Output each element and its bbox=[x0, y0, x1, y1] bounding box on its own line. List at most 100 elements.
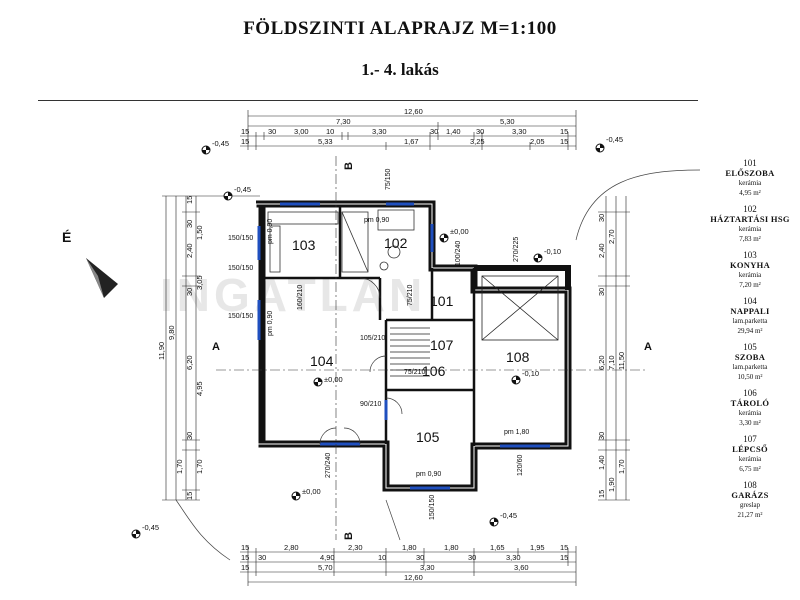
svg-text:12,60: 12,60 bbox=[404, 573, 423, 582]
drawing-title: FÖLDSZINTI ALAPRAJZ M=1:100 bbox=[243, 18, 557, 39]
svg-text:15: 15 bbox=[241, 543, 249, 552]
level-marker-icon bbox=[511, 375, 521, 385]
svg-text:7,30: 7,30 bbox=[336, 117, 351, 126]
svg-text:30: 30 bbox=[258, 553, 266, 562]
room-label-101: 101 bbox=[430, 293, 454, 309]
svg-text:3,60: 3,60 bbox=[514, 563, 529, 572]
garage-upper-wall bbox=[474, 265, 571, 290]
level-marker-icon bbox=[201, 145, 211, 155]
svg-text:1,80: 1,80 bbox=[402, 543, 417, 552]
svg-text:15: 15 bbox=[241, 563, 249, 572]
svg-text:75/210: 75/210 bbox=[404, 369, 426, 376]
section-label-a-left: A bbox=[212, 341, 220, 353]
svg-text:15: 15 bbox=[241, 127, 249, 136]
svg-text:1,95: 1,95 bbox=[530, 543, 545, 552]
svg-text:2,70: 2,70 bbox=[607, 229, 616, 244]
svg-text:3,30: 3,30 bbox=[420, 563, 435, 572]
svg-text:150/150: 150/150 bbox=[228, 313, 253, 320]
svg-text:30: 30 bbox=[268, 127, 276, 136]
svg-text:30: 30 bbox=[468, 553, 476, 562]
door-swings bbox=[319, 277, 403, 445]
svg-text:1,65: 1,65 bbox=[490, 543, 505, 552]
svg-text:4,90: 4,90 bbox=[320, 553, 335, 562]
svg-text:9,80: 9,80 bbox=[167, 325, 176, 340]
svg-text:15: 15 bbox=[185, 492, 194, 500]
top-dimension-texts: 12,60 7,30 5,30 15 30 3,00 10 3,30 30 1,… bbox=[241, 107, 568, 146]
level-marker-icon bbox=[223, 191, 233, 201]
svg-text:3,30: 3,30 bbox=[512, 127, 527, 136]
legend-item: 102 HÁZTARTÁSI HSG kerámia 7,83 m² bbox=[710, 204, 790, 243]
svg-text:270/225: 270/225 bbox=[513, 237, 520, 262]
svg-text:-0,45: -0,45 bbox=[500, 511, 517, 520]
svg-text:30: 30 bbox=[597, 214, 606, 222]
svg-text:pm 0,90: pm 0,90 bbox=[364, 217, 389, 224]
svg-text:30: 30 bbox=[476, 127, 484, 136]
svg-text:30: 30 bbox=[597, 288, 606, 296]
svg-text:4,95: 4,95 bbox=[195, 381, 204, 396]
level-marker-icon bbox=[291, 491, 301, 501]
svg-text:90/210: 90/210 bbox=[360, 401, 382, 408]
svg-text:15: 15 bbox=[560, 127, 568, 136]
room-label-107: 107 bbox=[430, 337, 454, 353]
svg-text:11,50: 11,50 bbox=[617, 352, 626, 370]
svg-text:75/150: 75/150 bbox=[385, 168, 392, 190]
svg-text:1,70: 1,70 bbox=[617, 459, 626, 474]
kitchen-fixtures bbox=[267, 209, 415, 273]
bottom-dimensions bbox=[240, 546, 577, 586]
svg-text:-0,45: -0,45 bbox=[142, 523, 159, 532]
room-label-104: 104 bbox=[310, 353, 334, 369]
room-label-106: 106 bbox=[422, 363, 446, 379]
svg-text:2,05: 2,05 bbox=[530, 137, 545, 146]
svg-text:1,80: 1,80 bbox=[444, 543, 459, 552]
section-label-b-bottom: B bbox=[343, 532, 355, 540]
svg-text:30: 30 bbox=[416, 553, 424, 562]
svg-text:1,70: 1,70 bbox=[175, 459, 184, 474]
right-dimension-texts: 30 2,40 30 6,20 30 1,40 1,90 15 2,70 7,1… bbox=[597, 214, 626, 498]
svg-text:1,50: 1,50 bbox=[195, 225, 204, 240]
legend-item: 106 TÁROLÓ kerámia 3,30 m² bbox=[730, 388, 770, 427]
drawing-subtitle: 1.- 4. lakás bbox=[361, 60, 439, 79]
svg-text:30: 30 bbox=[185, 288, 194, 296]
svg-text:15: 15 bbox=[560, 543, 568, 552]
level-markers: -0,45 -0,45 -0,45 ±0,00 -0,10 ±0,00 -0,1… bbox=[131, 135, 623, 539]
legend-item: 101 ELŐSZOBA kerámia 4,95 m² bbox=[725, 158, 775, 197]
svg-text:12,60: 12,60 bbox=[404, 107, 423, 116]
title-separator-line bbox=[38, 100, 698, 101]
legend-item: 103 KONYHA kerámia 7,20 m² bbox=[729, 250, 771, 289]
svg-text:5,70: 5,70 bbox=[318, 563, 333, 572]
svg-text:1,40: 1,40 bbox=[597, 455, 606, 470]
svg-text:15: 15 bbox=[597, 490, 606, 498]
legend-item: 105 SZOBA lam.parketta 10,50 m² bbox=[732, 342, 768, 381]
svg-text:30: 30 bbox=[185, 220, 194, 228]
svg-text:-0,10: -0,10 bbox=[522, 369, 539, 378]
svg-text:3,05: 3,05 bbox=[195, 275, 204, 290]
svg-text:30: 30 bbox=[597, 432, 606, 440]
svg-text:160/210: 160/210 bbox=[297, 285, 304, 310]
svg-text:-0,45: -0,45 bbox=[212, 139, 229, 148]
svg-text:pm 0,90: pm 0,90 bbox=[267, 219, 274, 244]
svg-text:1,90: 1,90 bbox=[607, 477, 616, 492]
svg-text:10: 10 bbox=[378, 553, 386, 562]
svg-text:2,40: 2,40 bbox=[597, 243, 606, 258]
north-arrow-icon: É bbox=[62, 229, 118, 298]
room-label-105: 105 bbox=[416, 429, 440, 445]
svg-text:±0,00: ±0,00 bbox=[302, 487, 321, 496]
svg-text:3,25: 3,25 bbox=[470, 137, 485, 146]
svg-text:1,70: 1,70 bbox=[195, 459, 204, 474]
right-dimensions bbox=[598, 196, 630, 501]
svg-text:15: 15 bbox=[185, 196, 194, 204]
svg-text:pm 0,90: pm 0,90 bbox=[416, 471, 441, 478]
level-marker-icon bbox=[439, 233, 449, 243]
top-dimensions bbox=[240, 110, 577, 150]
svg-text:-0,45: -0,45 bbox=[234, 185, 251, 194]
room-label-108: 108 bbox=[506, 349, 530, 365]
svg-text:7,10: 7,10 bbox=[607, 355, 616, 370]
svg-text:2,80: 2,80 bbox=[284, 543, 299, 552]
left-dimensions bbox=[162, 195, 260, 501]
north-label: É bbox=[62, 229, 71, 245]
svg-text:3,30: 3,30 bbox=[506, 553, 521, 562]
garage-skylight-icon bbox=[481, 275, 559, 341]
svg-text:±0,00: ±0,00 bbox=[450, 227, 469, 236]
legend-item: 108 GARÁZS greslap 21,27 m² bbox=[731, 480, 769, 519]
svg-text:75/210: 75/210 bbox=[407, 284, 414, 306]
